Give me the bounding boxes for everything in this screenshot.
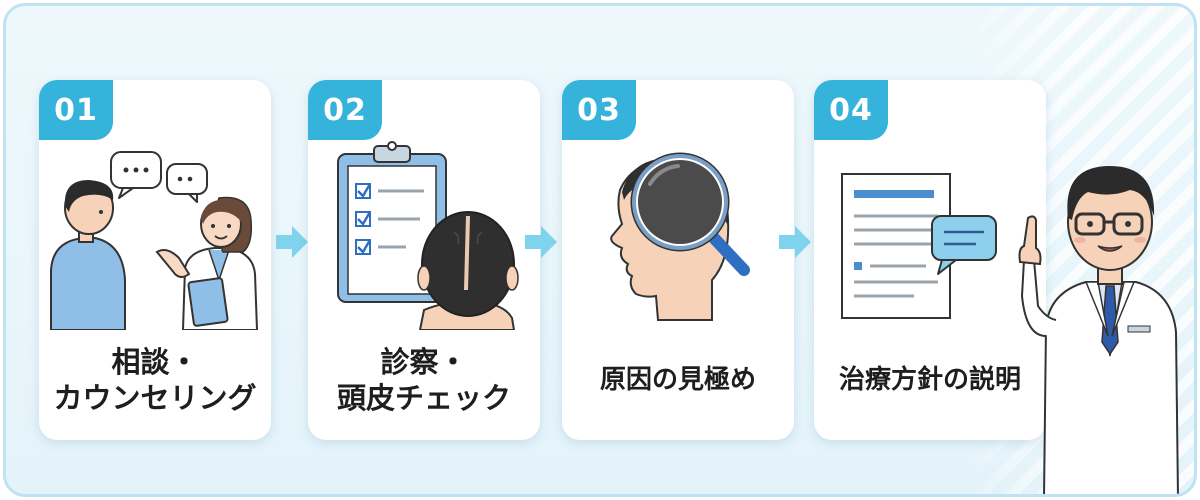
magnifier-icon [630, 152, 750, 276]
arrow-right-icon [276, 226, 308, 258]
step-label: 診察・ 頭皮チェック [336, 344, 511, 415]
step-card-diagnosis: 03 原因の見極め [562, 80, 794, 440]
step-number-badge: 03 [562, 80, 636, 140]
treatment-plan-illustration [841, 173, 997, 319]
speech-bubble-icon [166, 163, 208, 203]
step-card-treatment-plan: 04 治療方針の説明 [814, 80, 1046, 440]
step-card-examination: 02 [308, 80, 540, 440]
arrow-right-icon [525, 226, 557, 258]
arrow-right-icon [779, 226, 811, 258]
examination-illustration [337, 141, 519, 330]
patient-figure [50, 180, 126, 330]
step-number-badge: 02 [308, 80, 382, 140]
step-number-badge: 01 [39, 80, 113, 140]
step-number-badge: 04 [814, 80, 888, 140]
doctor-illustration [1018, 166, 1179, 494]
speech-bubble-icon [110, 151, 162, 199]
speech-bubble-icon [931, 215, 997, 275]
step-card-consultation: 01 [39, 80, 271, 440]
consultation-illustration [50, 151, 259, 330]
female-doctor-figure [155, 196, 259, 330]
step-label: 相談・ カウンセリング [53, 344, 257, 415]
diagnosis-illustration [610, 152, 750, 321]
process-diagram: 01 [3, 3, 1197, 497]
step-label: 治療方針の説明 [838, 364, 1021, 395]
scalp-head-figure [417, 211, 519, 330]
clipboard-checklist-icon [337, 141, 447, 303]
step-label: 原因の見極め [599, 364, 756, 395]
